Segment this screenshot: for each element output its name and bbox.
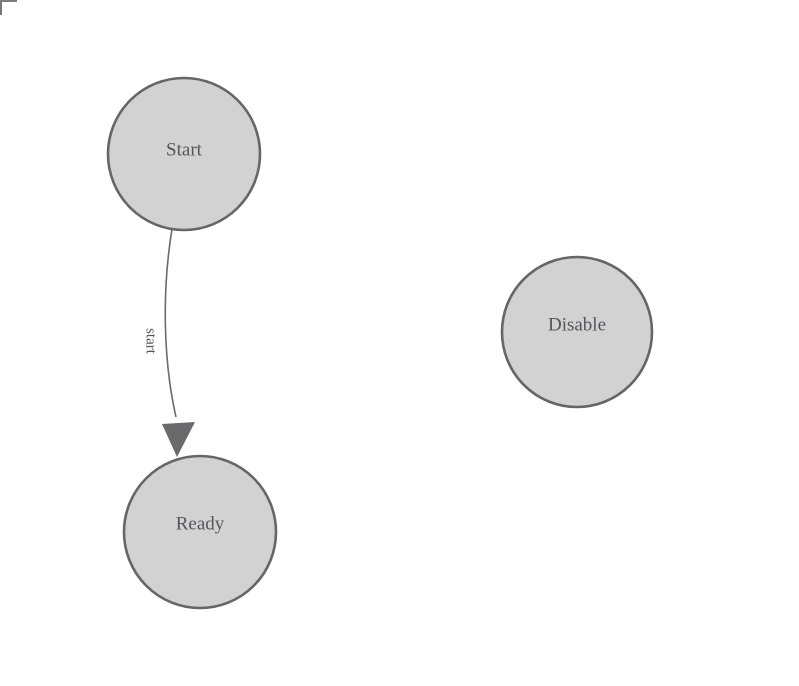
node-ready-label: Ready bbox=[176, 513, 225, 534]
node-start-circle[interactable] bbox=[106, 76, 262, 232]
node-disable-circle[interactable] bbox=[500, 255, 654, 409]
node-ready[interactable]: Ready bbox=[122, 454, 278, 610]
node-disable-label: Disable bbox=[548, 314, 606, 335]
edge-start-to-ready-label: start bbox=[143, 328, 159, 355]
selection-corner-mark-icon bbox=[0, 0, 17, 15]
edge-start-to-ready-path bbox=[164, 228, 177, 418]
node-start-label: Start bbox=[166, 139, 203, 160]
edge-start-to-ready-arrowhead-icon bbox=[162, 422, 195, 457]
node-start[interactable]: Start bbox=[106, 76, 262, 232]
node-disable[interactable]: Disable bbox=[500, 255, 654, 409]
node-ready-circle[interactable] bbox=[122, 454, 278, 610]
edge-start-to-ready[interactable]: start bbox=[143, 228, 195, 457]
